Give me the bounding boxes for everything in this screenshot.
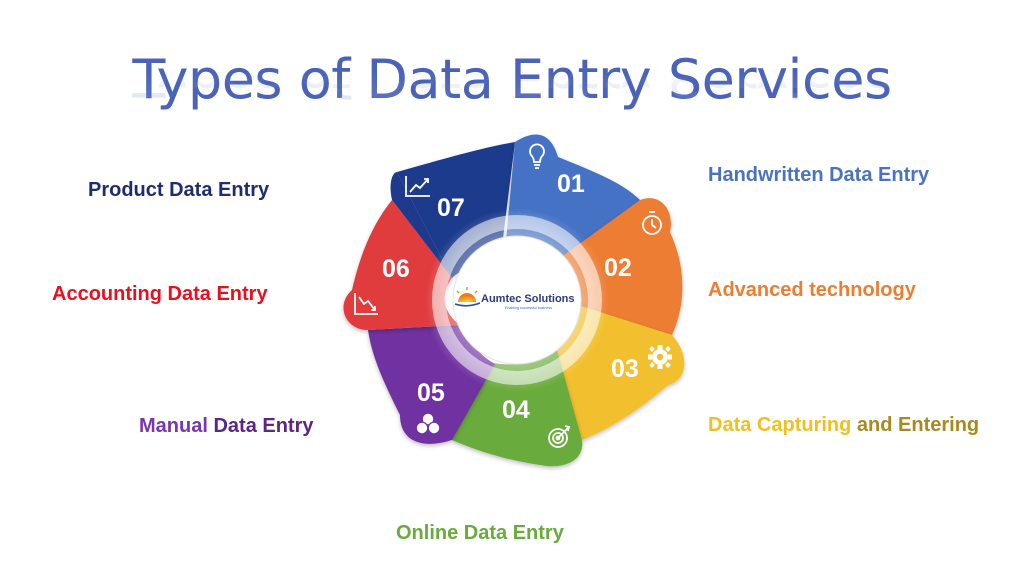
title-container: Types of Data Entry Services [0,48,1024,112]
number-01: 01 [557,170,585,198]
gear-icon [648,345,672,369]
label-handwritten-data-entry: Handwritten Data Entry [708,164,930,186]
logo-sun-icon [458,293,476,302]
label-manual-data-entry: Manual Data Entry [139,415,314,438]
center-circle [452,235,582,365]
chart-up-icon [405,176,430,197]
label-online-data-entry: Online Data Entry [396,522,564,544]
label-manual: Manual [139,415,208,437]
page-title: Types of Data Entry Services [132,48,892,111]
chart-down-icon [354,293,378,315]
number-02: 02 [604,254,632,282]
label-advanced-technology: Advanced technology [708,279,916,301]
logo: Aumtec Solutions Enabling successful bus… [454,287,575,310]
center-ring [432,215,602,385]
number-07: 07 [437,194,465,222]
label-product-data-entry: Product Data Entry [88,179,270,201]
label-data-entry: Data Entry [207,415,314,437]
venn-circles-icon [415,412,441,435]
number-05: 05 [417,379,445,407]
stopwatch-icon [642,211,662,235]
label-and-entering: and Entering [851,414,980,436]
lightbulb-icon [529,143,545,169]
label-data-capturing-and-entering: Data Capturing and Entering [708,414,979,437]
number-03: 03 [611,355,639,383]
logo-tagline: Enabling successful business [505,306,552,310]
segment-07-tip [390,172,452,278]
target-icon [548,425,571,448]
logo-name: Aumtec Solutions [481,293,575,305]
label-accounting-data-entry: Accounting Data Entry [52,283,268,305]
number-06: 06 [382,255,410,283]
label-data-capturing: Data Capturing [708,414,852,436]
number-04: 04 [502,396,530,424]
